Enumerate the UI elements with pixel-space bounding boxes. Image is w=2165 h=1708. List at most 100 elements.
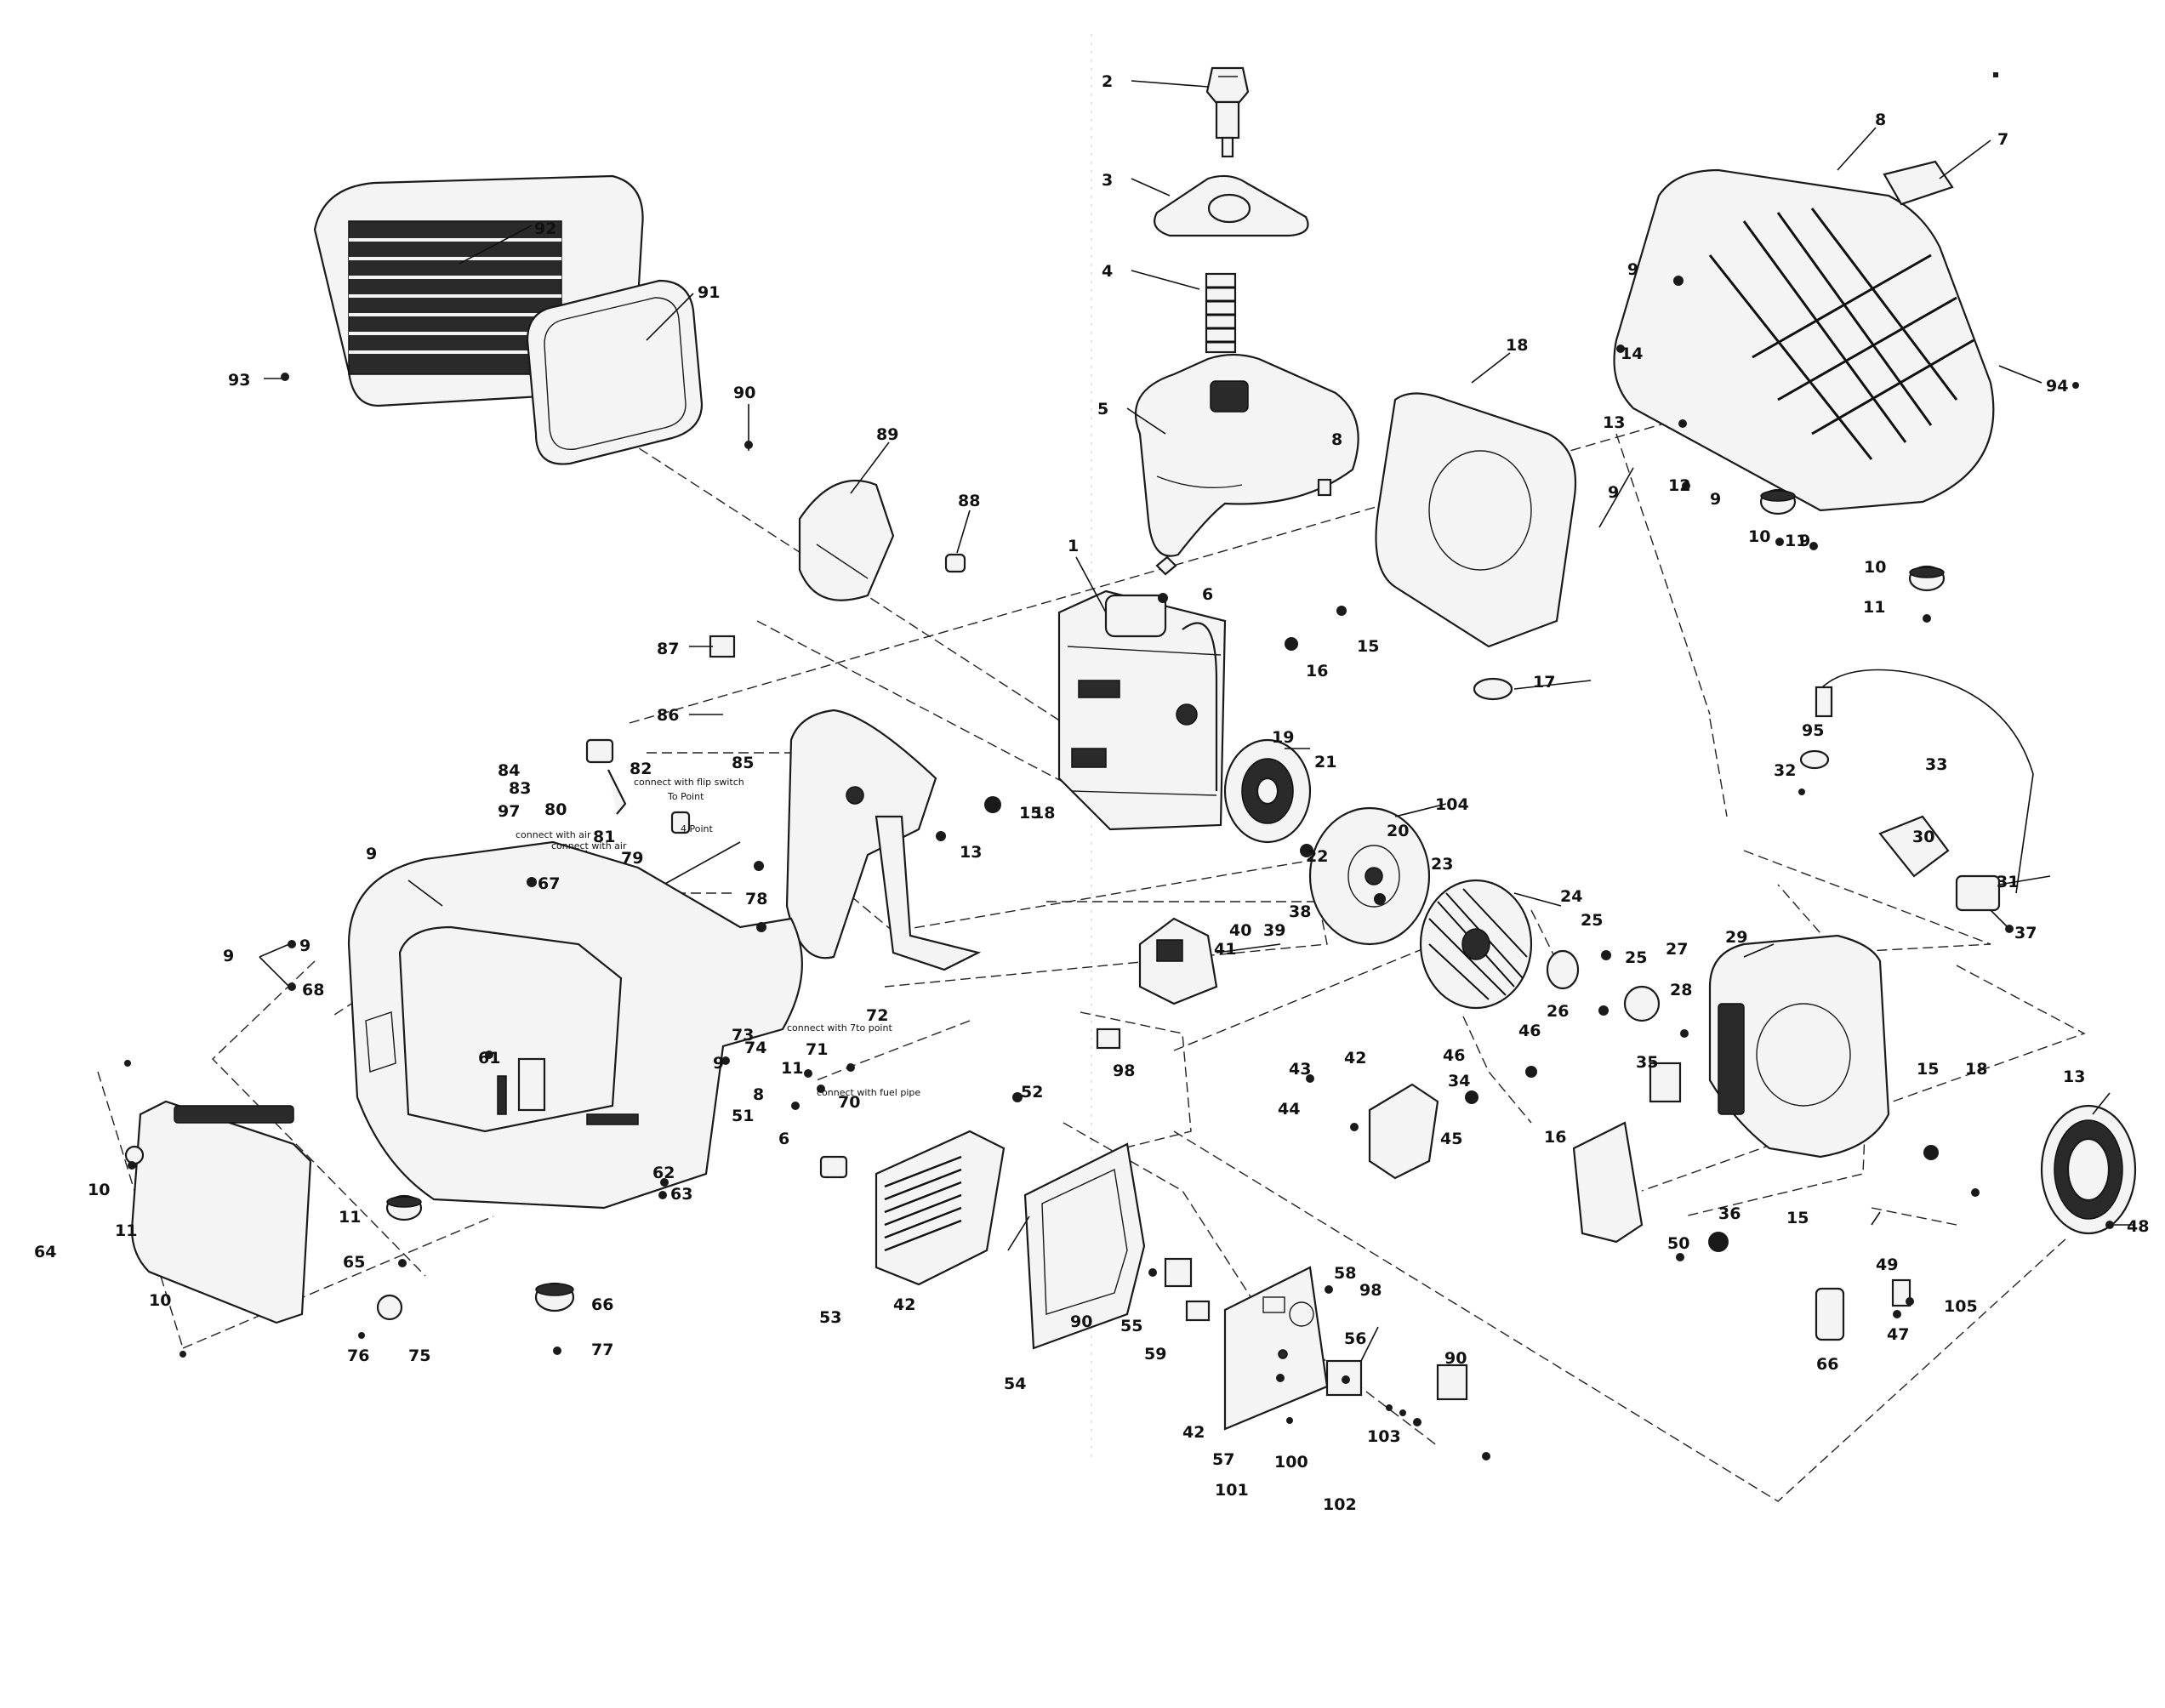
callout-label: 73: [732, 1026, 754, 1045]
callout-label: 20: [1387, 822, 1409, 840]
callout-label: 35: [1636, 1053, 1658, 1072]
callout-label: 46: [1518, 1022, 1541, 1040]
callout-label: 25: [1625, 948, 1647, 967]
callout-label: 64: [34, 1243, 56, 1261]
callout-label: 65: [343, 1253, 365, 1272]
callout-label: 29: [1725, 928, 1747, 947]
callout-label: 80: [544, 800, 567, 819]
part-gasket: [526, 279, 704, 465]
callout-label: 38: [1289, 902, 1311, 921]
callout-label: 23: [1431, 855, 1453, 874]
callout-label: 95: [1802, 721, 1824, 740]
callout-label: 9: [1608, 483, 1619, 502]
callout-label: 83: [509, 779, 531, 798]
callout-label: 12: [1668, 476, 1690, 495]
part-24: [1546, 949, 1580, 990]
callout-label: 84: [498, 761, 520, 780]
callout-label: 31: [1997, 873, 2019, 891]
callout-label: 18: [1965, 1060, 1987, 1079]
part-fan-cover: [1708, 934, 1890, 1159]
callout-label: 82: [630, 760, 652, 778]
part-48: [1891, 1278, 1911, 1307]
part-frame-52: [1023, 1142, 1146, 1350]
callout-label: 8: [1331, 430, 1342, 449]
callout-label: 14: [1621, 344, 1643, 363]
callout-label: 75: [408, 1346, 430, 1365]
callout-label: 28: [1670, 981, 1692, 999]
callout-labels: 2 3 4 5 8 6 1 92 91 93 90 89 88 87 86 85…: [34, 72, 2149, 1514]
callout-label: 9: [299, 937, 311, 955]
callout-label: 81: [593, 828, 615, 846]
callout-label: 9: [1627, 260, 1638, 279]
part-foot-10b: [1908, 565, 1946, 592]
callout-label: 59: [1144, 1345, 1166, 1364]
callout-label: 16: [1544, 1128, 1566, 1147]
callout-label: 89: [876, 425, 898, 444]
annotation-note: 4 Point: [681, 823, 713, 834]
callout-label: 11: [1863, 598, 1885, 617]
part-shroud-plate: [785, 709, 982, 971]
part-stator: [819, 1130, 1006, 1286]
callout-label: 6: [778, 1130, 789, 1148]
part-foot-66b: [376, 1294, 403, 1321]
callout-label: 88: [958, 492, 980, 510]
callout-label: 67: [538, 874, 560, 893]
callout-label: 76: [347, 1346, 369, 1365]
part-switch-84: [585, 738, 614, 764]
callout-label: 47: [1887, 1325, 1909, 1344]
callout-label: 97: [498, 802, 520, 821]
callout-label: 79: [621, 849, 643, 868]
callout-label: 53: [819, 1308, 841, 1327]
part-strainer: [1205, 272, 1237, 354]
callout-label: 44: [1278, 1100, 1300, 1119]
part-flywheel: [1308, 806, 1431, 946]
callout-label: 39: [1263, 921, 1285, 940]
callout-label: 1: [1068, 537, 1079, 555]
callout-label: 42: [1344, 1049, 1366, 1068]
part-41: [1096, 1028, 1121, 1050]
callout-label: 42: [1182, 1423, 1205, 1442]
callout-label: 27: [1666, 940, 1688, 959]
callout-label: 48: [2127, 1217, 2149, 1236]
callout-label: 4: [1102, 262, 1113, 281]
callout-label: 56: [1344, 1329, 1366, 1348]
callout-label: 71: [806, 1040, 828, 1059]
part-engine-block: [1057, 589, 1227, 831]
callout-label: 66: [591, 1295, 613, 1314]
part-screw-8a: [1317, 478, 1332, 497]
callout-label: 7: [1997, 130, 2008, 149]
callout-label: 41: [1214, 940, 1236, 959]
callout-label: 11: [1785, 532, 1807, 550]
callout-label: 15: [1917, 1060, 1939, 1079]
callout-label: 10: [88, 1181, 110, 1199]
callout-label: 74: [744, 1039, 766, 1057]
part-fan: [1419, 879, 1533, 1010]
callout-label: 15: [1786, 1209, 1809, 1227]
callout-label: 52: [1021, 1083, 1043, 1102]
part-fuse-79: [670, 811, 691, 834]
callout-label: 78: [745, 890, 767, 908]
callout-label: 16: [1306, 662, 1328, 680]
callout-label: 54: [1004, 1375, 1026, 1393]
callout-label: 98: [1359, 1281, 1382, 1300]
part-switch-lever: [607, 769, 627, 815]
part-recoil-starter: [2040, 1104, 2137, 1235]
callout-label: 68: [302, 981, 324, 999]
callout-label: 8: [753, 1085, 764, 1104]
part-clip-6a: [1155, 555, 1177, 576]
callout-label: 77: [591, 1341, 613, 1359]
part-17: [1473, 677, 1513, 701]
callout-label: 32: [1774, 761, 1796, 780]
part-54: [1185, 1300, 1211, 1322]
part-cover-plate-rib: [816, 544, 869, 579]
part-58: [1436, 1364, 1468, 1401]
callout-label: 98: [1113, 1062, 1135, 1080]
part-34: [1649, 1062, 1682, 1103]
part-side-panel: [124, 1100, 312, 1324]
callout-label: 40: [1229, 921, 1251, 940]
callout-label: 18: [1033, 804, 1055, 823]
callout-label: 26: [1547, 1002, 1569, 1021]
part-88: [944, 553, 966, 573]
callout-label: 103: [1367, 1427, 1401, 1446]
